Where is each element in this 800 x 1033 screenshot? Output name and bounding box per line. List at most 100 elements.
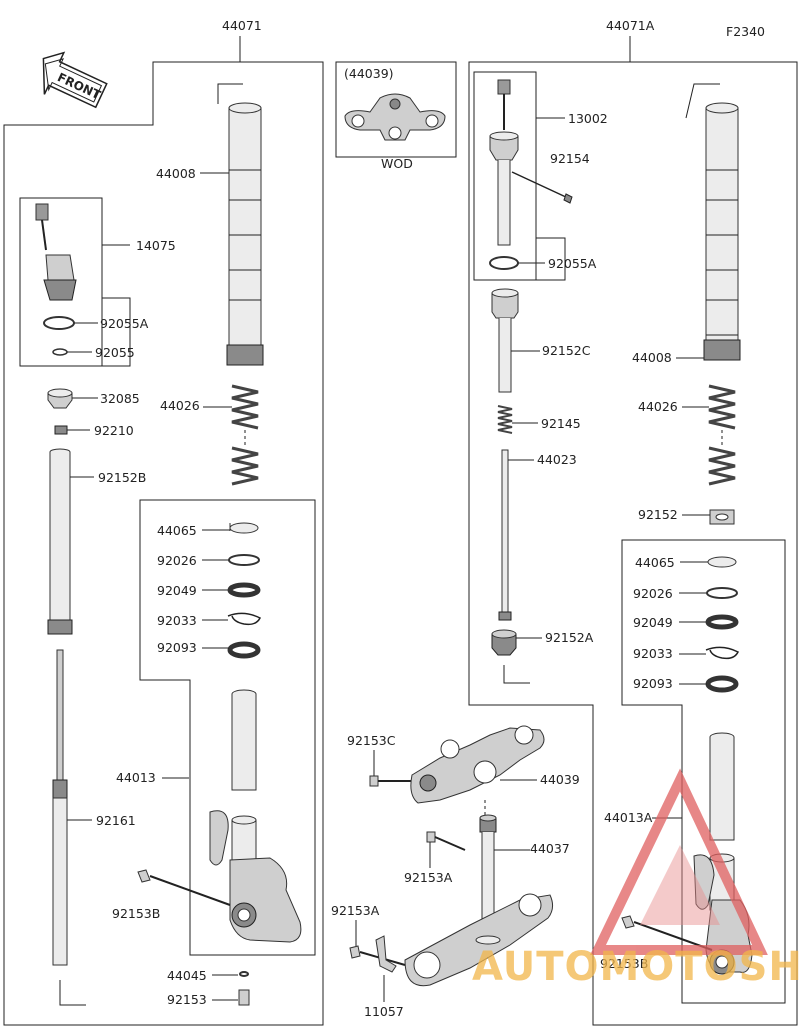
label-92026-left: 92026 — [157, 553, 197, 568]
assembly-44071A-outline — [468, 36, 798, 1026]
label-14075: 14075 — [136, 238, 176, 253]
label-44026-right: 44026 — [638, 399, 678, 414]
clip-92033-left — [227, 612, 262, 626]
pin-92154 — [511, 171, 569, 199]
label-44071: 44071 — [222, 18, 262, 33]
label-92161: 92161 — [96, 813, 136, 828]
valve-92152A-icon — [491, 629, 517, 656]
label-92152B: 92152B — [98, 470, 146, 485]
label-44008-left: 44008 — [156, 166, 196, 181]
bolt-92153C-icon — [369, 775, 412, 787]
label-92153A-a: 92153A — [404, 870, 453, 885]
label-92210: 92210 — [94, 423, 134, 438]
label-44065-right: 44065 — [635, 555, 675, 570]
washer-92026-right — [706, 587, 738, 599]
lower-bracket-icon — [404, 893, 554, 987]
seal-92049-left — [227, 582, 261, 598]
bolt-92153A-upper — [426, 831, 466, 851]
label-92055: 92055 — [95, 345, 135, 360]
rod-92161-icon — [52, 649, 68, 966]
rod-92161-leader — [59, 980, 86, 1006]
label-44065-left: 44065 — [157, 523, 197, 538]
label-44039-box: (44039) — [344, 66, 394, 81]
nut-92152-icon — [709, 509, 735, 525]
label-92033-left: 92033 — [157, 613, 197, 628]
oring-92055 — [52, 348, 68, 356]
top-clamp-44039-icon — [410, 725, 545, 804]
label-44023: 44023 — [537, 452, 577, 467]
sensor-kit-line-left — [20, 244, 131, 367]
spring-44026-left — [231, 384, 259, 486]
label-13002: 13002 — [568, 111, 608, 126]
label-44013A: 44013A — [604, 810, 653, 825]
seal-44065-left — [229, 522, 259, 534]
seal-group-box-left — [139, 499, 316, 956]
nut-92210 — [54, 425, 68, 435]
label-92152A: 92152A — [545, 630, 594, 645]
bolt-92153B-left — [137, 869, 231, 906]
bolt-92153 — [238, 989, 250, 1006]
label-92153A-b: 92153A — [331, 903, 380, 918]
label-44026-left: 44026 — [160, 398, 200, 413]
clip-92033-right — [705, 646, 740, 660]
label-92093-left: 92093 — [157, 640, 197, 655]
dust-seal-92093-right — [705, 675, 739, 693]
label-92049-left: 92049 — [157, 583, 197, 598]
oring-92055A-left — [43, 316, 75, 330]
label-44008-right: 44008 — [632, 350, 672, 365]
outer-tube-44008-left — [217, 83, 264, 366]
tube-92152C-icon — [491, 288, 519, 393]
seal-92049-right — [705, 614, 739, 630]
washer-44045 — [239, 971, 249, 977]
wod-note: WOD — [381, 156, 413, 171]
label-44039: 44039 — [540, 772, 580, 787]
label-92033-right: 92033 — [633, 646, 673, 661]
label-92093-right: 92093 — [633, 676, 673, 691]
inner-tube-44013A-icon — [693, 732, 753, 975]
watermark-text: AUTOMOTOSHUB — [472, 944, 800, 990]
label-92152C: 92152C — [542, 343, 591, 358]
label-92153B-left: 92153B — [112, 906, 160, 921]
label-92055A-right: 92055A — [548, 256, 597, 271]
bracket-11057-icon — [375, 935, 397, 973]
label-44045: 44045 — [167, 968, 207, 983]
diagram-code: F2340 — [726, 24, 765, 39]
sensor-14075-icon — [35, 203, 77, 301]
inner-tube-44013-icon — [209, 689, 302, 943]
label-92153B-right: 92153B — [600, 956, 648, 971]
label-92154: 92154 — [550, 151, 590, 166]
label-92152: 92152 — [638, 507, 678, 522]
watermark-logo — [590, 768, 768, 955]
label-92026-right: 92026 — [633, 586, 673, 601]
washer-92026-left — [228, 554, 260, 566]
sensor-13002-icon — [489, 79, 519, 246]
label-44071A: 44071A — [606, 18, 655, 33]
top-clamp-wod-box — [335, 61, 457, 158]
dust-seal-92093-left — [227, 641, 261, 659]
steering-stem-44037-icon — [479, 814, 497, 936]
label-11057: 11057 — [364, 1004, 404, 1019]
outer-tube-44008-right — [685, 83, 741, 361]
label-92153C: 92153C — [347, 733, 396, 748]
label-92049-right: 92049 — [633, 615, 673, 630]
damper-kit-line-right — [474, 117, 566, 281]
cap-32085-icon — [47, 388, 73, 409]
front-arrow-icon: FRONT — [42, 51, 108, 109]
label-32085: 32085 — [100, 391, 140, 406]
tube-92152B-icon — [47, 448, 73, 635]
top-clamp-wod-icon — [344, 93, 446, 141]
spring-92145 — [497, 405, 513, 434]
label-92055A-left: 92055A — [100, 316, 149, 331]
assembly-44071-outline — [3, 36, 324, 1026]
valve-92152A-leader — [503, 665, 530, 684]
spring-44026-right — [708, 384, 736, 486]
seal-44065-right — [707, 556, 737, 568]
rod-44023-icon — [498, 449, 512, 621]
label-44037: 44037 — [530, 841, 570, 856]
label-92145: 92145 — [541, 416, 581, 431]
label-44013: 44013 — [116, 770, 156, 785]
seal-group-box-right — [621, 539, 786, 1004]
oring-92055A-right — [489, 256, 519, 270]
label-92153: 92153 — [167, 992, 207, 1007]
